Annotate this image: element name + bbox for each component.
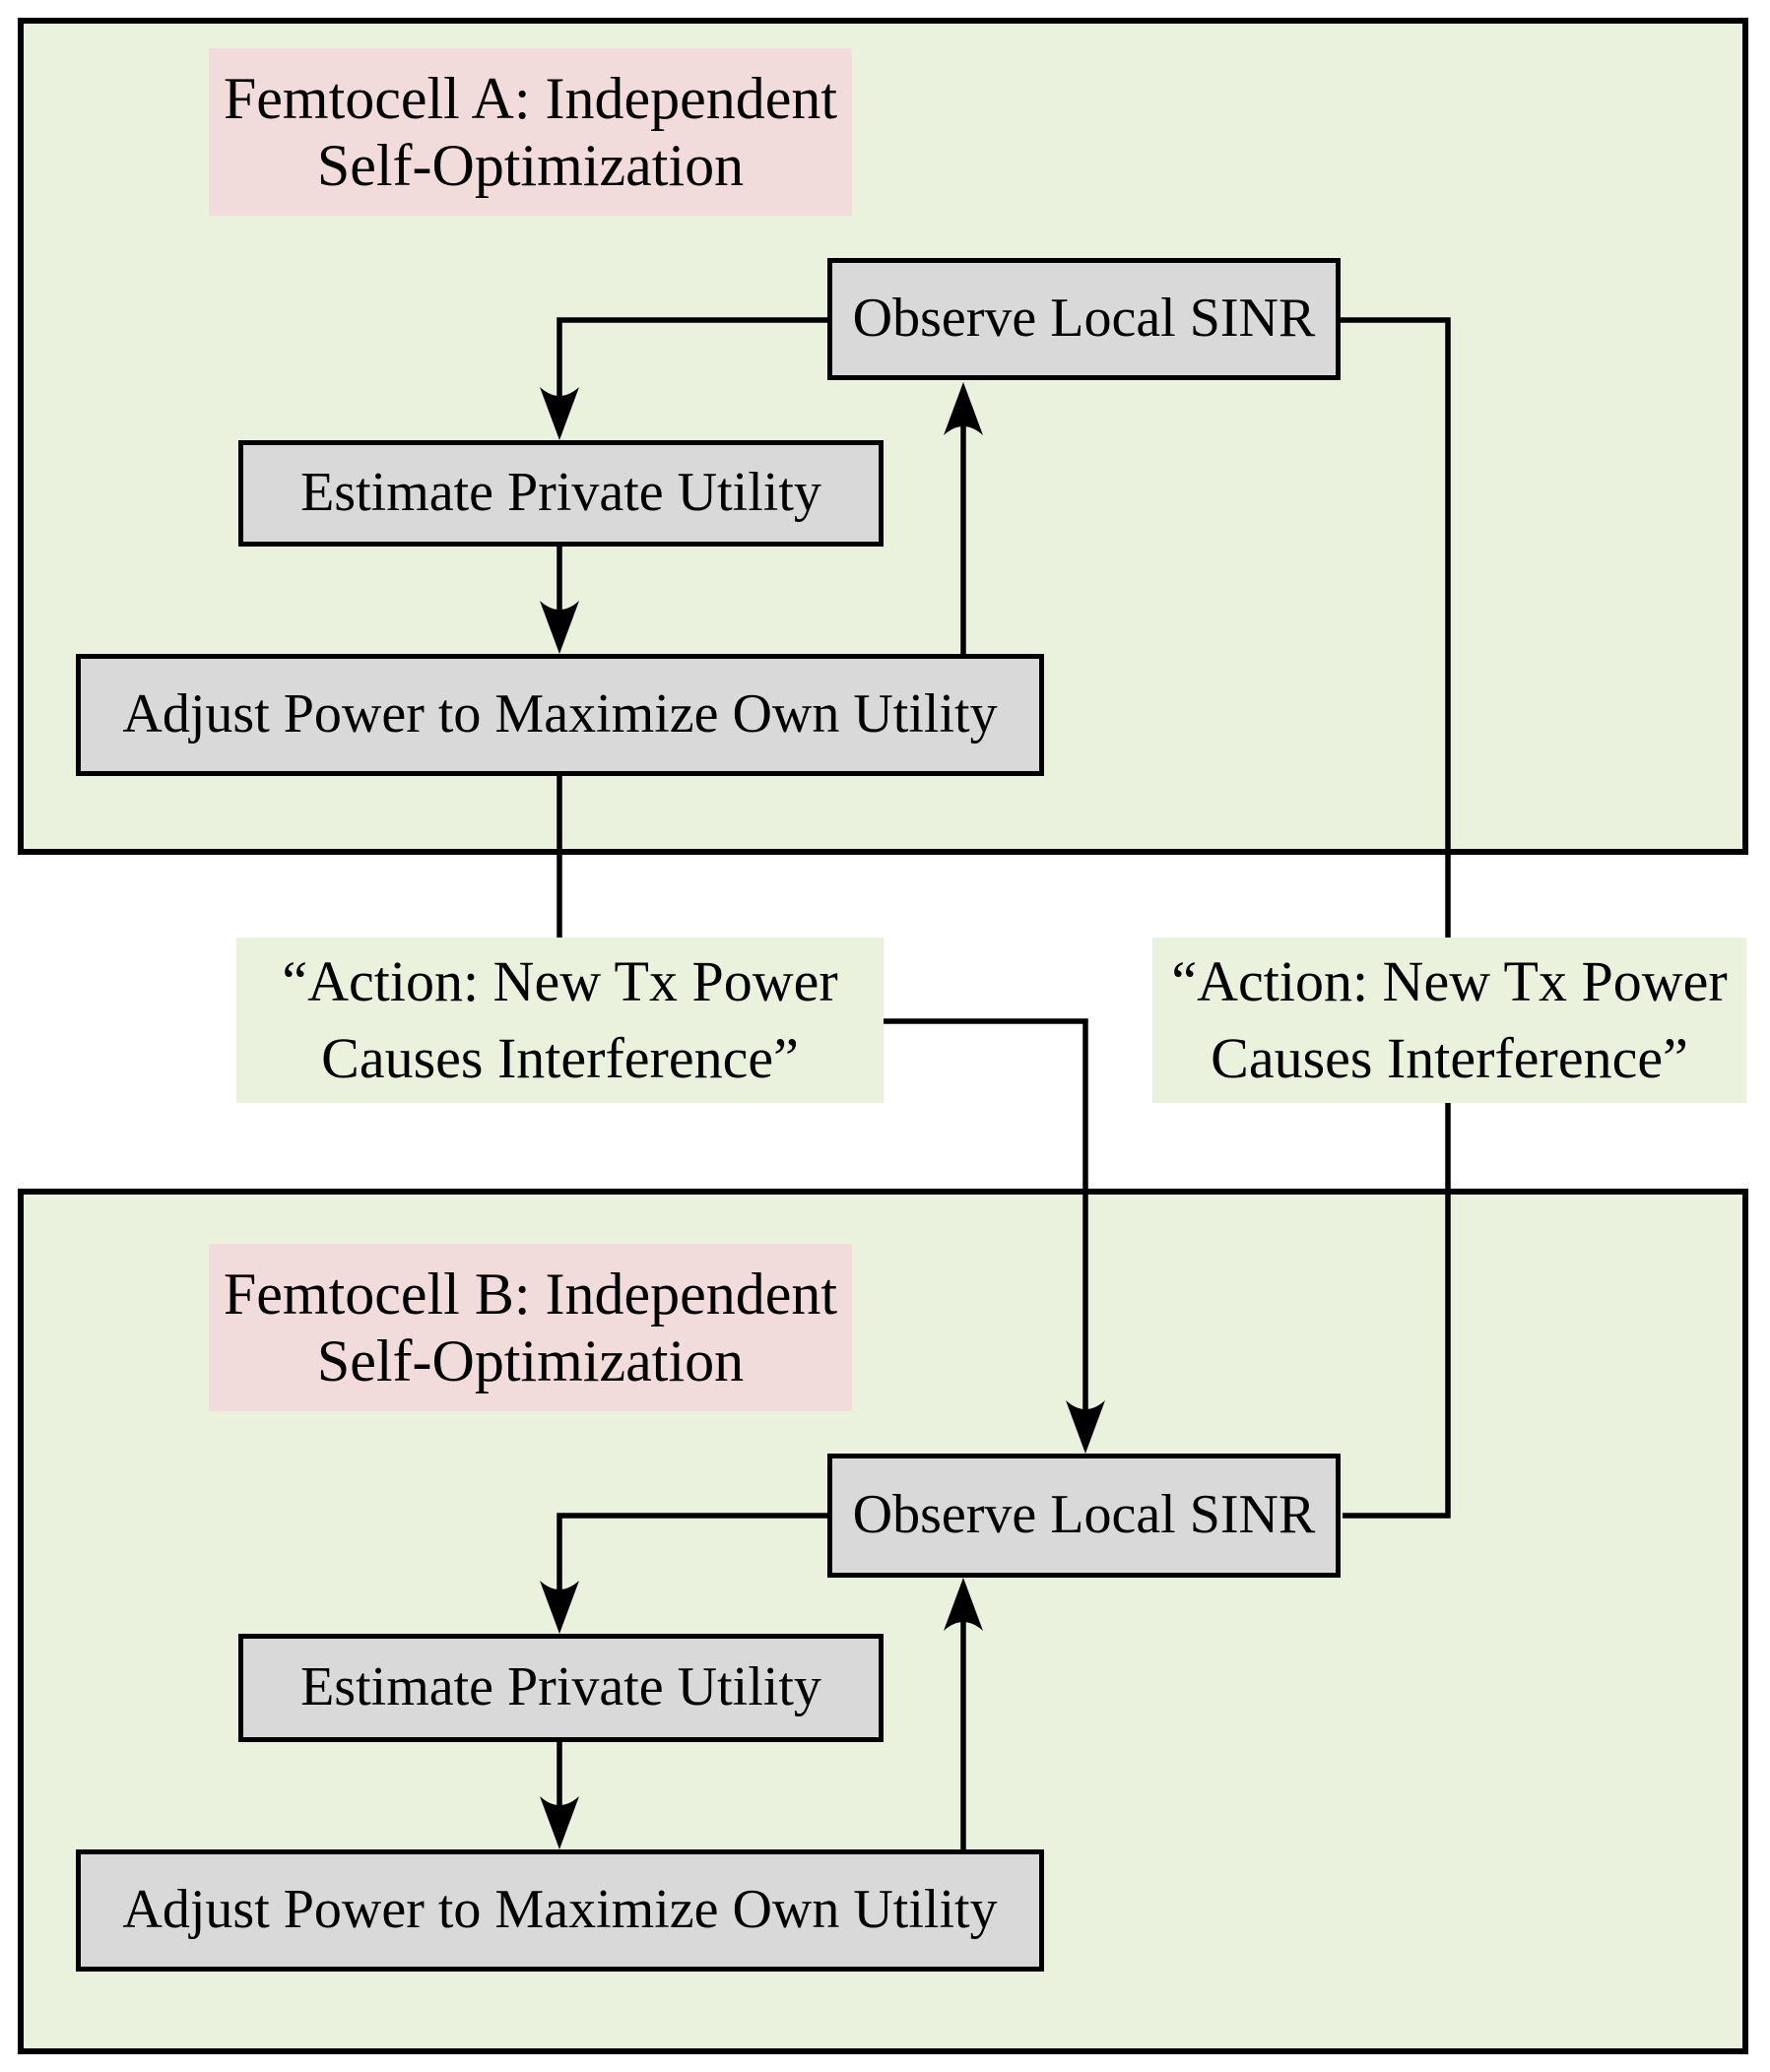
- estimate-private-utility-b-box: Estimate Private Utility: [238, 1634, 884, 1742]
- action-interference-label-left: “Action: New Tx Power Causes Interferenc…: [236, 938, 884, 1103]
- femtocell-b-title: Femtocell B: Independent Self-Optimizati…: [209, 1244, 852, 1411]
- femtocell-b-title-line2: Self-Optimization: [316, 1328, 745, 1393]
- connector-observe-a-to-estimate-a: [557, 317, 832, 405]
- connector-observe-b-to-estimate-b: [557, 1513, 832, 1598]
- connector-observe-a-to-observe-b-right: [1341, 317, 1451, 1519]
- action-interference-label-right: “Action: New Tx Power Causes Interferenc…: [1152, 938, 1746, 1103]
- observe-local-sinr-a-box: Observe Local SINR: [827, 258, 1341, 380]
- femtocell-a-title: Femtocell A: Independent Self-Optimizati…: [209, 48, 852, 216]
- arrowhead-into-estimate-b: [540, 1581, 579, 1634]
- action-left-line2: Causes Interference”: [321, 1026, 799, 1090]
- arrowhead-into-adjust-a: [540, 601, 579, 654]
- adjust-power-b-box: Adjust Power to Maximize Own Utility: [76, 1849, 1044, 1972]
- adjust-power-b-label: Adjust Power to Maximize Own Utility: [122, 1879, 998, 1941]
- arrowhead-into-observe-b-bottom: [944, 1578, 983, 1631]
- estimate-private-utility-a-label: Estimate Private Utility: [300, 462, 821, 524]
- action-left-line1: “Action: New Tx Power: [282, 949, 838, 1013]
- connector-action-left-to-observe-b: [882, 1018, 1088, 1418]
- estimate-private-utility-a-box: Estimate Private Utility: [238, 440, 884, 547]
- action-right-line2: Causes Interference”: [1211, 1026, 1688, 1090]
- arrowhead-into-estimate-a: [540, 387, 579, 440]
- adjust-power-a-label: Adjust Power to Maximize Own Utility: [122, 683, 998, 745]
- adjust-power-a-box: Adjust Power to Maximize Own Utility: [76, 654, 1044, 776]
- arrowhead-into-observe-b-top: [1066, 1400, 1105, 1454]
- femtocell-a-title-line1: Femtocell A: Independent: [223, 66, 838, 131]
- femtocell-a-title-line2: Self-Optimization: [316, 133, 745, 198]
- action-right-line1: “Action: New Tx Power: [1171, 949, 1728, 1013]
- observe-local-sinr-b-box: Observe Local SINR: [827, 1454, 1341, 1578]
- observe-local-sinr-a-label: Observe Local SINR: [852, 288, 1316, 350]
- femtocell-b-title-line1: Femtocell B: Independent: [223, 1262, 838, 1327]
- arrowhead-into-adjust-b: [540, 1796, 579, 1849]
- observe-local-sinr-b-label: Observe Local SINR: [852, 1484, 1316, 1546]
- arrowhead-into-observe-a-bottom: [944, 382, 983, 435]
- estimate-private-utility-b-label: Estimate Private Utility: [300, 1656, 821, 1718]
